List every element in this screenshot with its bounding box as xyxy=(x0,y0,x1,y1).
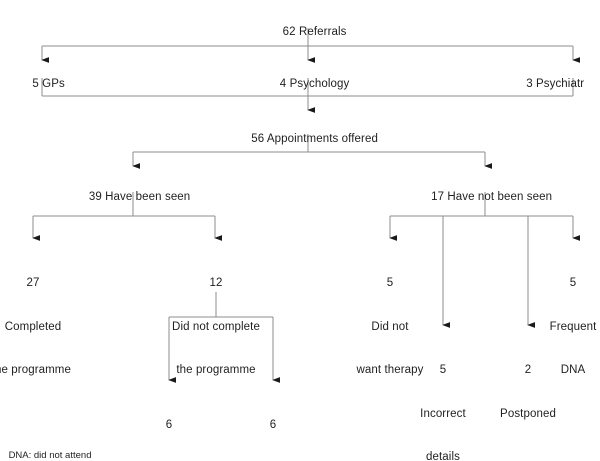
node-frequent-dna-left: 6 Frequent DNA xyxy=(223,389,323,461)
footnote-dna-legend: DNA: did not attend xyxy=(0,438,92,461)
node-did-not-want-therapy: 5 Did not want therapy xyxy=(330,247,450,407)
node-source-psychiatry-label: 3 Psychiatr xyxy=(526,77,585,90)
node-frequent-dna-right-line1: Frequent xyxy=(549,320,597,333)
node-have-been-seen: 39 Have been seen xyxy=(53,175,213,219)
node-incorrect-details-line2: details xyxy=(426,451,460,461)
node-incorrect-details-line1: Incorrect xyxy=(420,407,466,420)
node-referrals-label: 62 Referrals xyxy=(282,25,347,38)
node-completed-count: 27 xyxy=(26,277,40,289)
node-own-accord-count: 6 xyxy=(165,419,173,431)
node-have-not-been-seen: 17 Have not been seen xyxy=(395,175,575,219)
node-source-psychology: 4 Psychology xyxy=(238,62,378,106)
node-have-not-been-seen-label: 17 Have not been seen xyxy=(431,190,553,203)
node-appointments-offered: 56 Appointments offered xyxy=(203,117,413,161)
node-did-not-complete-line2: the programme xyxy=(176,364,256,376)
footnote-text: DNA: did not attend xyxy=(8,450,92,461)
node-source-gps: 5 GPs xyxy=(0,62,84,106)
node-frequent-dna-left-count: 6 xyxy=(269,419,277,431)
node-did-not-complete: 12 Did not complete the programme xyxy=(145,247,287,407)
node-did-not-complete-count: 12 xyxy=(209,277,223,289)
node-source-psychiatry: 3 Psychiatr xyxy=(513,62,600,106)
node-completed: 27 Completed he programme xyxy=(0,247,113,407)
node-source-gps-label: 5 GPs xyxy=(32,77,65,90)
node-completed-line2: he programme xyxy=(0,364,71,376)
node-completed-line1: Completed xyxy=(4,320,62,333)
node-did-not-want-therapy-count: 5 xyxy=(386,277,394,289)
node-did-not-want-therapy-line1: Did not xyxy=(371,320,409,333)
node-own-accord: 6 Of their own accord xyxy=(119,389,219,461)
node-referrals: 62 Referrals xyxy=(233,10,383,54)
node-incorrect-details: 5 Incorrect details xyxy=(393,334,493,461)
node-postponed-line1: Postponed xyxy=(500,407,556,420)
node-frequent-dna-right: 5 Frequent DNA xyxy=(523,247,600,407)
node-postponed-count: 2 xyxy=(524,364,532,376)
node-did-not-want-therapy-line2: want therapy xyxy=(356,364,424,376)
node-did-not-complete-line1: Did not complete xyxy=(172,320,260,333)
node-incorrect-details-count: 5 xyxy=(439,364,447,376)
node-frequent-dna-right-count: 5 xyxy=(569,277,577,289)
node-appointments-offered-label: 56 Appointments offered xyxy=(251,132,378,145)
node-have-been-seen-label: 39 Have been seen xyxy=(88,190,191,203)
node-source-psychology-label: 4 Psychology xyxy=(279,77,350,90)
node-postponed: 2 Postponed xyxy=(473,334,583,450)
node-frequent-dna-right-line2: DNA xyxy=(560,364,586,376)
